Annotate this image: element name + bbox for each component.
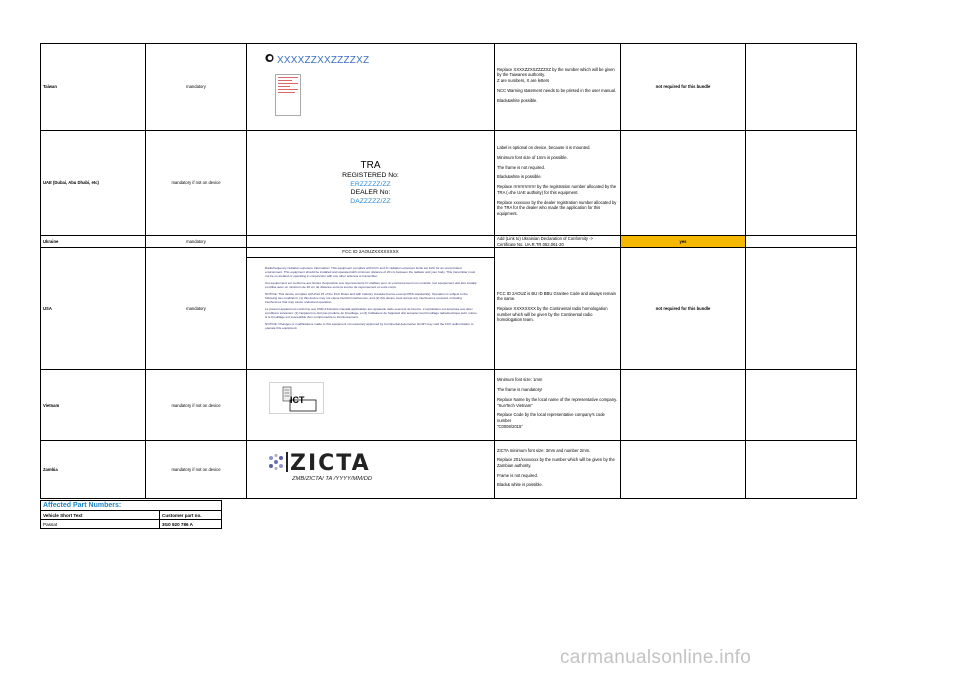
country-cell: Taiwan xyxy=(40,43,146,131)
zicta-number-format: ZMB/ZICTA/ TA /YYYY/MM/DD xyxy=(292,476,373,483)
note-text: Frame is not required. xyxy=(497,472,538,478)
note-text: Add (Link to) Ukrainian Declaration of C… xyxy=(497,236,594,247)
fcc-paragraph: Le présent appareil est conforme aux CNR… xyxy=(265,306,477,319)
note-text: Replace XXXXZZXXZZZZXZ by the number whi… xyxy=(497,66,615,84)
status-cell xyxy=(620,440,746,500)
note-text: Replace Name by the local name of the re… xyxy=(497,396,618,408)
column-header: Customer part no. xyxy=(159,510,222,520)
fcc-paragraph: NOTICE: This device complies with Part 1… xyxy=(265,291,468,304)
ncc-logo-icon xyxy=(265,53,274,63)
table-row: Zambia mandatory if not on device ZICTA … xyxy=(40,440,857,500)
table-row: Vietnam mandatory if not on device ICT M… xyxy=(40,369,857,442)
ncc-statement-thumbnail xyxy=(275,74,301,116)
zicta-mark-text: ZICTA xyxy=(290,451,371,477)
note-text: Replace rrrrrrrrrrrrrrrr by the registra… xyxy=(497,184,617,195)
notes-cell: Replace XXXXZZXXZZZZXZ by the number whi… xyxy=(494,43,621,131)
tra-dealer-number: DAZZZZZ/ZZ xyxy=(350,197,391,205)
note-text: Minimum font size of 1mm is possible. xyxy=(497,155,568,161)
note-text: Label is optional on device, because it … xyxy=(497,145,591,151)
column-header: Vehicle Short Text xyxy=(40,510,160,520)
country-cell: Zambia xyxy=(40,440,146,500)
watermark-footer: carmanualsonline.info xyxy=(560,647,752,668)
status-cell xyxy=(620,130,746,236)
table-row: Passat 3G0 920 786 A xyxy=(40,519,222,529)
note-text: NCC Warning statement needs to be printe… xyxy=(497,87,617,93)
note-text: Replace Code by the local representative… xyxy=(497,412,605,429)
empty-cell xyxy=(745,440,857,500)
label-art-cell: ZICTA ZMB/ZICTA/ TA /YYYY/MM/DD xyxy=(246,440,495,500)
country-cell: Ukraine xyxy=(40,234,146,249)
notes-cell: Add (Link to) Ukrainian Declaration of C… xyxy=(494,234,621,249)
label-art-cell: ICT xyxy=(246,369,495,442)
category-cell: mandatory xyxy=(145,234,247,249)
note-text: ZICTA minimum font size: 3mm and number … xyxy=(497,447,591,453)
label-art-cell: FCC ID 2AOUZXXXXXXXX Radiofrequency radi… xyxy=(246,247,495,371)
category-cell: mandatory if not on device xyxy=(145,440,247,500)
country-cell: USA xyxy=(40,247,146,371)
part-number-cell: 3G0 920 786 A xyxy=(159,519,222,529)
label-art-cell: XXXXZZXXZZZZXZ xyxy=(246,43,495,131)
zicta-divider xyxy=(286,452,288,473)
country-cell: UAE (Dubai, Abu Dhabi, etc) xyxy=(40,130,146,236)
category-cell: mandatory if not on device xyxy=(145,369,247,442)
parts-title: Affected Part Numbers: xyxy=(40,500,222,511)
tra-registered-label: REGISTERED No: xyxy=(342,172,399,180)
note-text: Replace 201/xxxxxxxx by the number which… xyxy=(497,457,615,468)
note-text: The frame is mandatory! xyxy=(497,387,543,393)
empty-cell xyxy=(745,43,857,131)
table-row: USA mandatory FCC ID 2AOUZXXXXXXXX Radio… xyxy=(40,247,857,371)
vietnam-ict-mark-icon xyxy=(269,382,324,415)
vehicle-short-text-cell: Passat xyxy=(40,519,160,529)
category-cell: mandatory xyxy=(145,247,247,371)
notes-cell: ZICTA minimum font size: 3mm and number … xyxy=(494,440,621,500)
status-cell: not required for this bundle xyxy=(620,43,746,131)
note-text: Replace xxxxxxxx by the dealer registrat… xyxy=(497,199,617,216)
note-text: Black&white possible. xyxy=(497,97,538,103)
fcc-paragraph: Radiofrequency radiation exposure Inform… xyxy=(265,265,476,278)
note-text: Minimum font size: 1mm xyxy=(497,377,543,383)
country-cell: Vietnam xyxy=(40,369,146,442)
fcc-paragraph: NOTICE: Changes or modifications made to… xyxy=(265,321,474,330)
status-cell: yes xyxy=(620,234,746,249)
notes-cell: Label is optional on device, because it … xyxy=(494,130,621,236)
note-text: Black& white is possible. xyxy=(497,482,543,488)
ict-mark-text: ICT xyxy=(290,395,305,406)
empty-cell xyxy=(745,130,857,236)
country-requirements-table: Taiwan mandatory XXXXZZXXZZZZXZ Replace … xyxy=(40,43,857,500)
notes-cell: FCC ID 2AOUZ is BU ID BBU Grantee Code a… xyxy=(494,247,621,371)
fcc-paragraph: Cet équipement est conforme aux limites … xyxy=(265,280,477,289)
empty-cell xyxy=(745,234,857,249)
taiwan-code-text: XXXXZZXXZZZZXZ xyxy=(277,55,370,66)
note-text: FCC ID 2AOUZ is BU ID BBU Grantee Code a… xyxy=(497,290,616,302)
tra-dealer-label: DEALER No: xyxy=(350,189,391,197)
zicta-logo-icon xyxy=(269,454,283,471)
fcc-statement: Radiofrequency radiation exposure Inform… xyxy=(247,258,494,330)
table-row: Taiwan mandatory XXXXZZXXZZZZXZ Replace … xyxy=(40,43,857,131)
note-text: Replace XXXXXXXX by the Continental radi… xyxy=(497,306,608,323)
table-row: Ukraine mandatory Add (Link to) Ukrainia… xyxy=(40,234,857,249)
notes-cell: Minimum font size: 1mm The frame is mand… xyxy=(494,369,621,442)
status-cell xyxy=(620,369,746,442)
tra-label: TRA REGISTERED No: ERZZZZZ/ZZ DEALER No:… xyxy=(249,160,492,206)
fcc-id-header: FCC ID 2AOUZXXXXXXXX xyxy=(247,248,494,258)
affected-parts-table: Affected Part Numbers: Vehicle Short Tex… xyxy=(40,500,222,529)
note-text: The frame is not required. xyxy=(497,164,545,170)
empty-cell xyxy=(745,369,857,442)
label-art-cell xyxy=(246,234,495,249)
category-cell: mandatory if not on device xyxy=(145,130,247,236)
category-cell: mandatory xyxy=(145,43,247,131)
status-cell: not required for this bundle xyxy=(620,247,746,371)
label-art-cell: TRA REGISTERED No: ERZZZZZ/ZZ DEALER No:… xyxy=(246,130,495,236)
table-row: UAE (Dubai, Abu Dhabi, etc) mandatory if… xyxy=(40,130,857,236)
note-text: Black&white is possible. xyxy=(497,174,542,180)
tra-title: TRA xyxy=(360,159,381,171)
tra-registered-number: ERZZZZZ/ZZ xyxy=(350,180,391,188)
empty-cell xyxy=(745,247,857,371)
